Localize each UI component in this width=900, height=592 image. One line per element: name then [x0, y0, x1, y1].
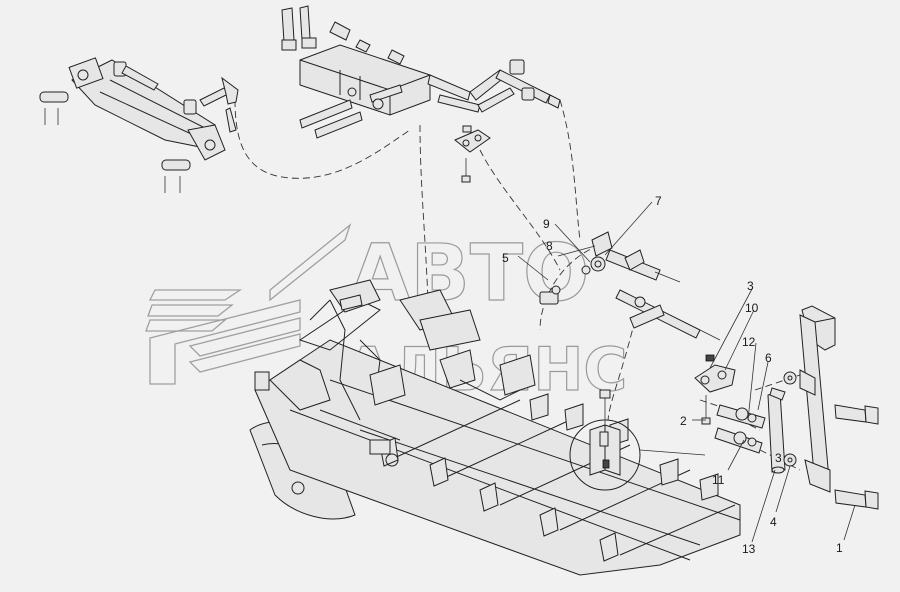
hose-clamp-upper	[454, 125, 491, 183]
pin-bottom	[161, 159, 191, 193]
callout-5: 5	[502, 251, 509, 265]
callout-6: 6	[765, 351, 772, 365]
pin-left	[39, 91, 69, 125]
callout-8: 8	[546, 239, 553, 253]
hydraulic-cylinder	[39, 57, 239, 193]
machine-frame	[249, 279, 741, 576]
callout-10: 10	[745, 301, 759, 315]
fittings-right	[714, 387, 786, 474]
leader-lines	[517, 201, 856, 543]
callout-7: 7	[655, 194, 662, 208]
mounting-bracket	[783, 305, 879, 510]
valve-block	[281, 5, 561, 139]
hose-clamp-10	[694, 354, 736, 425]
callout-13: 13	[742, 542, 756, 556]
callout-12: 12	[742, 335, 756, 349]
callout-9: 9	[543, 217, 550, 231]
callout-4: 4	[770, 515, 777, 529]
watermark-line1: АВТО	[350, 229, 589, 319]
callout-labels: 7 9 8 5 3 10 12 6 2 3 11 4 1 13	[502, 194, 843, 556]
callout-3-lower: 3	[775, 451, 782, 465]
callout-2: 2	[680, 414, 687, 428]
detail-circle	[569, 389, 706, 491]
callout-11: 11	[712, 473, 725, 487]
callout-3-upper: 3	[747, 279, 754, 293]
callout-1: 1	[836, 541, 843, 555]
hose-fitting-group	[539, 231, 721, 341]
